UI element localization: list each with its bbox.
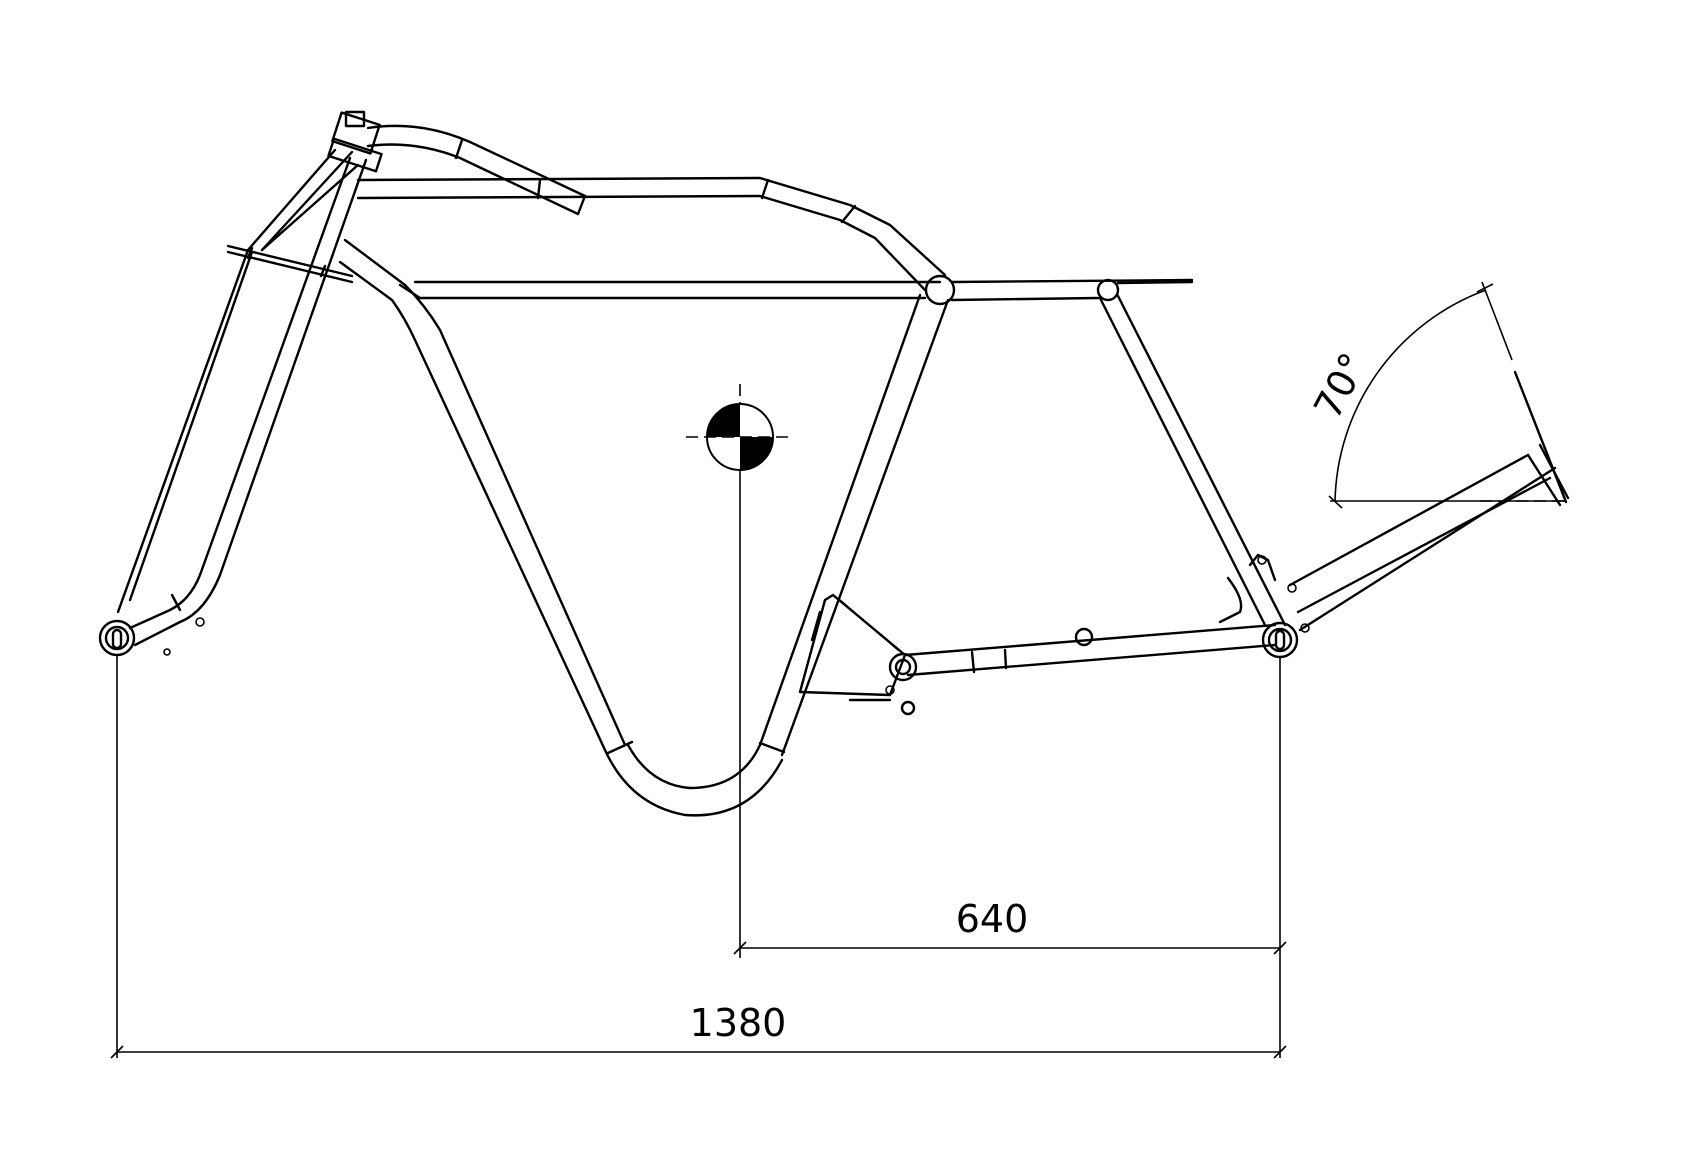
seat-down-tube-left xyxy=(338,238,627,752)
front-down-tubes xyxy=(116,148,368,647)
rear-top-rail xyxy=(950,278,1194,302)
rear-subframe xyxy=(1248,370,1570,633)
rear-seat-stay xyxy=(1098,294,1287,627)
center-of-gravity-icon xyxy=(686,384,794,471)
dimension-cg-to-rear: 640 xyxy=(733,897,1287,955)
rear-axle xyxy=(1261,621,1299,659)
dimension-label-70: 70° xyxy=(1305,346,1375,426)
dimension-wheelbase: 1380 xyxy=(110,1001,1287,1059)
middle-tube xyxy=(398,280,942,300)
dimension-label-640: 640 xyxy=(956,897,1029,941)
bottom-u-bend xyxy=(603,740,786,817)
steering-head xyxy=(327,110,383,173)
top-tube-upper xyxy=(356,176,947,292)
dimension-label-1380: 1380 xyxy=(690,1001,787,1045)
dimension-head-angle: 70° xyxy=(1305,281,1565,509)
upper-curved-tube xyxy=(366,124,587,216)
chain-stay xyxy=(903,623,1277,677)
swingarm-bracket xyxy=(798,593,918,716)
seat-down-tube-right xyxy=(758,293,950,757)
extension-lines xyxy=(116,470,1281,1058)
